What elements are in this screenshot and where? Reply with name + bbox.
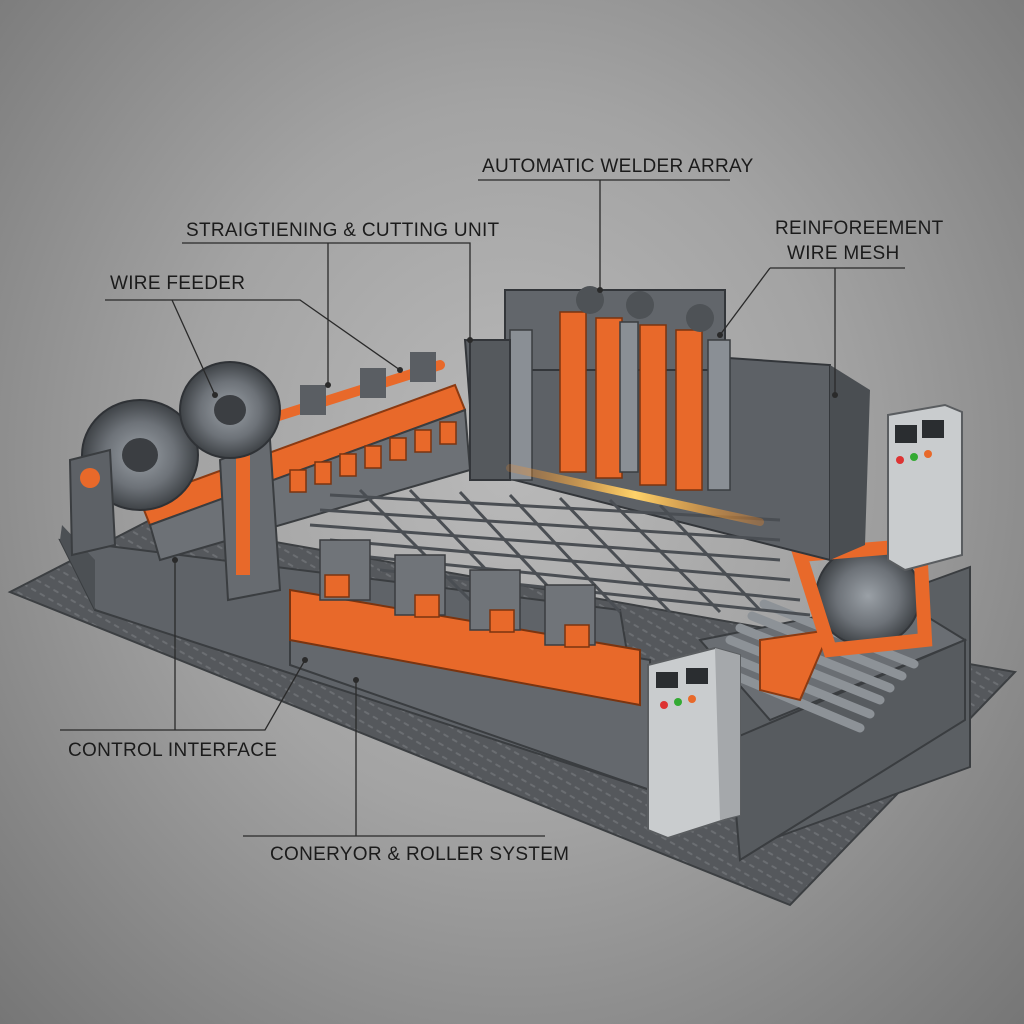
- label-reinforcement-wire-mesh-line1: REINFOREEMENT: [775, 218, 944, 239]
- roller-table: [698, 537, 968, 862]
- label-wire-feeder: WIRE FEEDER: [110, 273, 246, 294]
- wire-coils: [68, 361, 281, 557]
- leader-control-interface: [60, 659, 306, 731]
- control-cabinet-front: [647, 646, 741, 840]
- control-cabinet-right: [887, 403, 963, 572]
- welder-array: [463, 286, 870, 562]
- label-control-interface: CONTROL INTERFACE: [68, 740, 278, 761]
- front-units: [289, 539, 641, 707]
- leader-lines: [60, 179, 905, 837]
- leader-straightening-cutting-unit: [182, 242, 471, 340]
- leader-wire-feeder: [105, 299, 401, 371]
- weld-glow: [506, 464, 764, 526]
- feeder-frame: [138, 352, 472, 602]
- label-straightening-cutting-unit: STRAIGTIENING & CUTTING UNIT: [186, 220, 500, 241]
- label-reinforcement-wire-mesh-line2: WIRE MESH: [787, 243, 900, 264]
- wire-mesh: [309, 488, 811, 617]
- label-automatic-welder-array: AUTOMATIC WELDER ARRAY: [482, 156, 754, 177]
- label-conveyor-roller-system: CONERYOR & ROLLER SYSTEM: [270, 844, 570, 865]
